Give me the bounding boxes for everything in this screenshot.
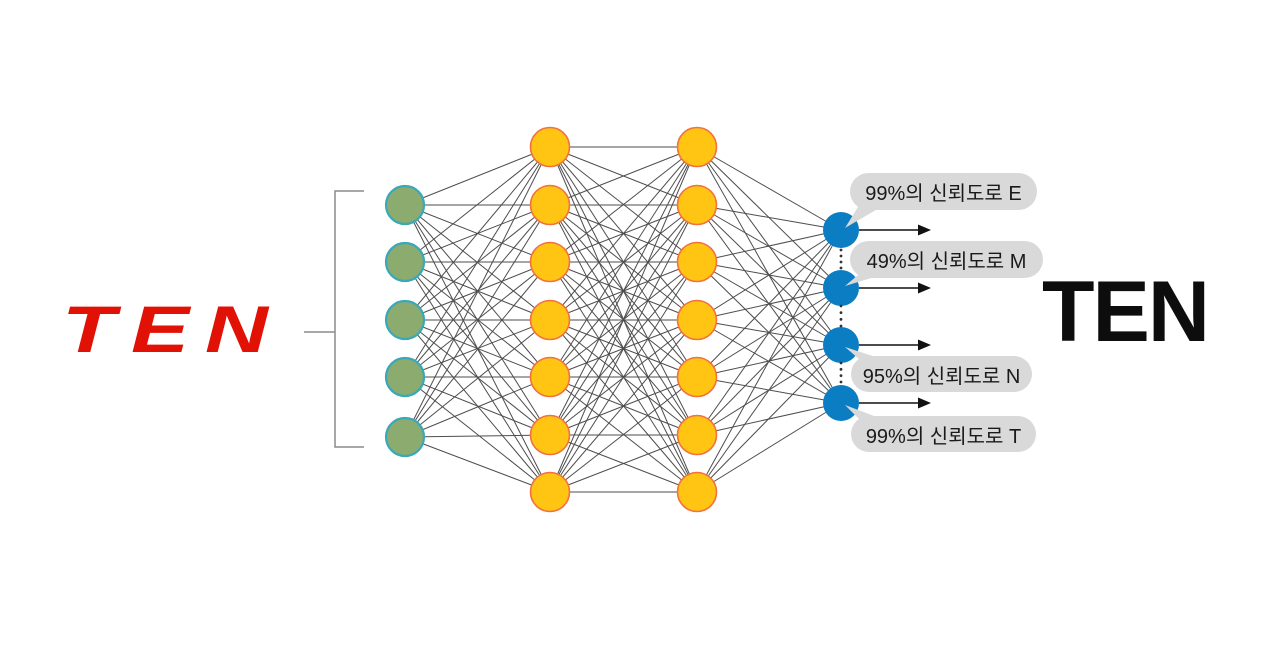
confidence-label: 99%의 신뢰도로 T xyxy=(865,425,1022,448)
input-wordmark-ten: TEN xyxy=(62,292,284,366)
input-layer-nodes xyxy=(384,184,426,458)
arrowhead-icon xyxy=(918,282,931,294)
output-node xyxy=(823,327,859,363)
hidden-node xyxy=(676,184,718,226)
hidden-node xyxy=(529,414,571,456)
hidden-node xyxy=(529,471,571,513)
bubble-tail xyxy=(845,405,882,419)
hidden-layer-2-nodes xyxy=(676,126,718,513)
input-node xyxy=(384,299,426,341)
confidence-bubble: 49%의 신뢰도로 M xyxy=(850,241,1043,278)
confidence-label: 99%의 신뢰도로 E xyxy=(865,183,1022,205)
confidence-bubble: 99%의 신뢰도로 T xyxy=(851,416,1036,452)
confidence-label: 95%의 신뢰도로 N xyxy=(862,365,1021,388)
output-node xyxy=(823,385,859,421)
confidence-bubble: 99%의 신뢰도로 E xyxy=(850,173,1037,210)
confidence-label: 49%의 신뢰도로 M xyxy=(866,251,1027,273)
arrowhead-icon xyxy=(918,339,931,351)
output-node xyxy=(823,270,859,306)
hidden-node xyxy=(676,471,718,513)
hidden-node xyxy=(676,299,718,341)
hidden-node xyxy=(676,414,718,456)
hidden-node xyxy=(676,241,718,283)
ellipsis-dots xyxy=(839,248,843,384)
hidden-node xyxy=(529,184,571,226)
input-bracket xyxy=(304,190,364,448)
input-node xyxy=(384,184,426,226)
output-layer-nodes xyxy=(823,212,859,421)
input-node xyxy=(384,241,426,283)
output-wordmark-ten: TEN xyxy=(1042,264,1210,360)
arrowhead-icon xyxy=(918,397,931,409)
confidence-bubble: 95%의 신뢰도로 N xyxy=(851,356,1032,392)
arrowhead-icon xyxy=(918,224,931,236)
hidden-node xyxy=(529,241,571,283)
hidden-layer-1-nodes xyxy=(529,126,571,513)
input-node xyxy=(384,416,426,458)
hidden-node xyxy=(676,356,718,398)
hidden-node xyxy=(529,299,571,341)
hidden-node xyxy=(676,126,718,168)
edges-group xyxy=(404,146,842,493)
hidden-node xyxy=(529,356,571,398)
bubble-tail xyxy=(845,207,881,228)
hidden-node xyxy=(529,126,571,168)
input-node xyxy=(384,356,426,398)
